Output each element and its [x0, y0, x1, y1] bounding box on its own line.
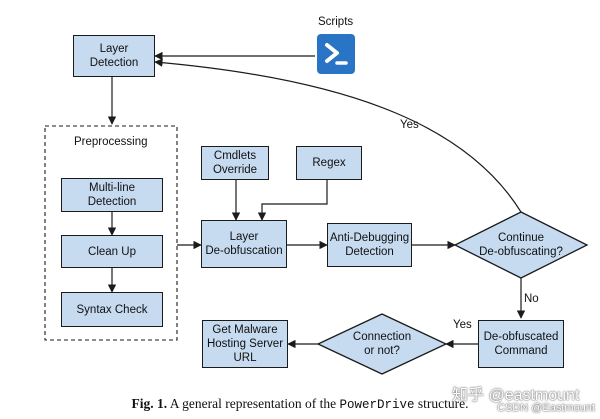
continue-deobfuscating-diamond — [453, 211, 589, 279]
regex-node: Regex — [296, 146, 362, 180]
get-malware-url-node: Get Malware Hosting Server URL — [202, 320, 288, 368]
no-label: No — [524, 293, 539, 305]
watermark-brand: 知乎 @eastmount — [452, 387, 580, 404]
connection-label: Connection or not? — [352, 331, 412, 357]
preprocessing-group — [44, 125, 178, 341]
caption-text-before: A general representation of the — [167, 396, 340, 411]
figure-caption: Fig. 1. A general representation of the … — [0, 396, 600, 412]
scripts-label: Scripts — [318, 16, 354, 28]
connection-diamond — [316, 313, 448, 375]
deobfuscated-command-node: De-obfuscated Command — [478, 320, 564, 368]
layer-detection-node: Layer Detection — [73, 35, 155, 77]
watermark-csdn: CSDN @Eastmount — [497, 402, 595, 414]
caption-powerdrive: PowerDrive — [339, 398, 415, 412]
anti-debugging-detection-node: Anti-Debugging Detection — [327, 223, 412, 267]
yes-connection-label: Yes — [453, 319, 472, 331]
yes-loop-label: Yes — [400, 119, 419, 131]
powershell-icon — [317, 34, 355, 74]
clean-up-node: Clean Up — [61, 235, 163, 268]
preprocessing-label: Preprocessing — [74, 136, 148, 148]
edge-regex-to-deobfuscation — [257, 180, 328, 221]
caption-fig-number: Fig. 1. — [131, 396, 168, 411]
continue-deobfuscating-label: Continue De-obfuscating? — [479, 232, 563, 258]
cmdlets-override-node: Cmdlets Override — [201, 146, 269, 180]
multiline-detection-node: Multi-line Detection — [61, 178, 163, 212]
edge-continue-yes-to-layer-detection — [154, 58, 522, 213]
syntax-check-node: Syntax Check — [61, 292, 163, 327]
layer-deobfuscation-node: Layer De-obfuscation — [201, 220, 287, 268]
caption-text-after: structure. — [414, 396, 469, 411]
